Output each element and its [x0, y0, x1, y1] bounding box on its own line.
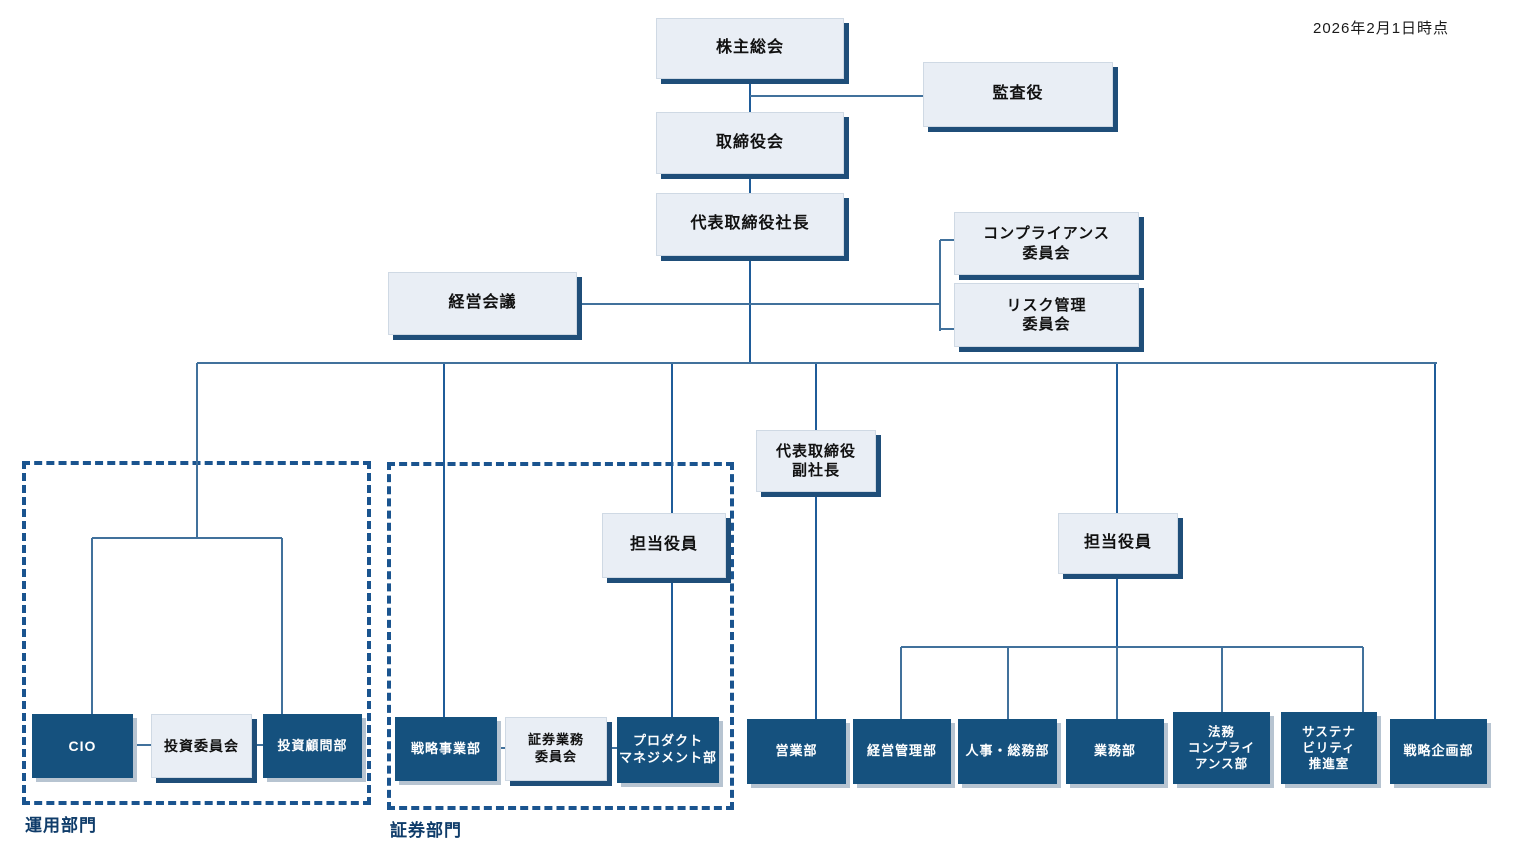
connector-line-vertical [671, 363, 673, 513]
connector-line-horizontal [940, 239, 954, 241]
node-operations: 業務部 [1066, 719, 1164, 784]
node-investment-committee: 投資委員会 [151, 714, 252, 778]
node-compliance-committee: コンプライアンス 委員会 [954, 212, 1139, 275]
connector-line-vertical [1116, 647, 1118, 719]
node-management-meeting: 経営会議 [388, 272, 577, 335]
connector-line-vertical [749, 256, 751, 364]
connector-line-horizontal [607, 747, 617, 749]
node-investment-advisory: 投資顧問部 [263, 714, 362, 778]
connector-line-vertical [749, 174, 751, 193]
node-vice-president: 代表取締役 副社長 [756, 430, 876, 492]
connector-line-vertical [443, 363, 445, 717]
connector-line-horizontal [901, 646, 1363, 648]
connector-line-vertical [900, 647, 902, 719]
connector-line-horizontal [133, 744, 151, 746]
connector-line-horizontal [940, 328, 954, 330]
node-board-of-directors: 取締役会 [656, 112, 844, 174]
connector-line-vertical [1116, 574, 1118, 648]
node-shareholders-meeting: 株主総会 [656, 18, 844, 79]
connector-line-vertical [939, 240, 941, 331]
node-officer-securities: 担当役員 [602, 513, 726, 578]
connector-line-horizontal [497, 747, 505, 749]
connector-line-horizontal [252, 744, 263, 746]
group-label-asset-management-division: 運用部門 [25, 816, 97, 835]
node-sustainability-office: サステナ ビリティ 推進室 [1281, 712, 1377, 784]
group-securities-division [387, 462, 734, 810]
group-label-securities-division: 証券部門 [390, 821, 462, 840]
node-auditor: 監査役 [923, 62, 1113, 127]
connector-line-vertical [671, 578, 673, 717]
connector-line-vertical [1362, 647, 1364, 712]
node-product-management: プロダクト マネジメント部 [617, 717, 719, 783]
connector-line-vertical [196, 363, 198, 538]
connector-line-vertical [815, 363, 817, 430]
node-risk-management-committee: リスク管理 委員会 [954, 283, 1139, 347]
connector-line-vertical [1007, 647, 1009, 719]
connector-line-horizontal [577, 303, 940, 305]
connector-line-vertical [281, 538, 283, 714]
connector-line-vertical [1221, 647, 1223, 712]
connector-line-vertical [1434, 363, 1436, 719]
node-officer-corporate: 担当役員 [1058, 513, 1178, 574]
node-legal-compliance: 法務 コンプライ アンス部 [1173, 712, 1270, 784]
node-corporate-admin: 経営管理部 [853, 719, 951, 784]
node-strategic-planning: 戦略企画部 [1390, 719, 1487, 784]
node-sales: 営業部 [747, 719, 846, 784]
node-cio: CIO [32, 714, 133, 778]
node-strategic-business: 戦略事業部 [395, 717, 497, 781]
node-president: 代表取締役社長 [656, 193, 844, 256]
connector-line-vertical [815, 492, 817, 719]
as-of-date-label: 2026年2月1日時点 [1313, 20, 1450, 37]
connector-line-vertical [1116, 363, 1118, 513]
node-securities-ops-committee: 証券業務 委員会 [505, 717, 607, 781]
node-hr-general-affairs: 人事・総務部 [958, 719, 1057, 784]
connector-line-horizontal [750, 95, 923, 97]
connector-line-horizontal [197, 362, 1437, 364]
connector-line-horizontal [92, 537, 282, 539]
connector-line-vertical [91, 538, 93, 714]
